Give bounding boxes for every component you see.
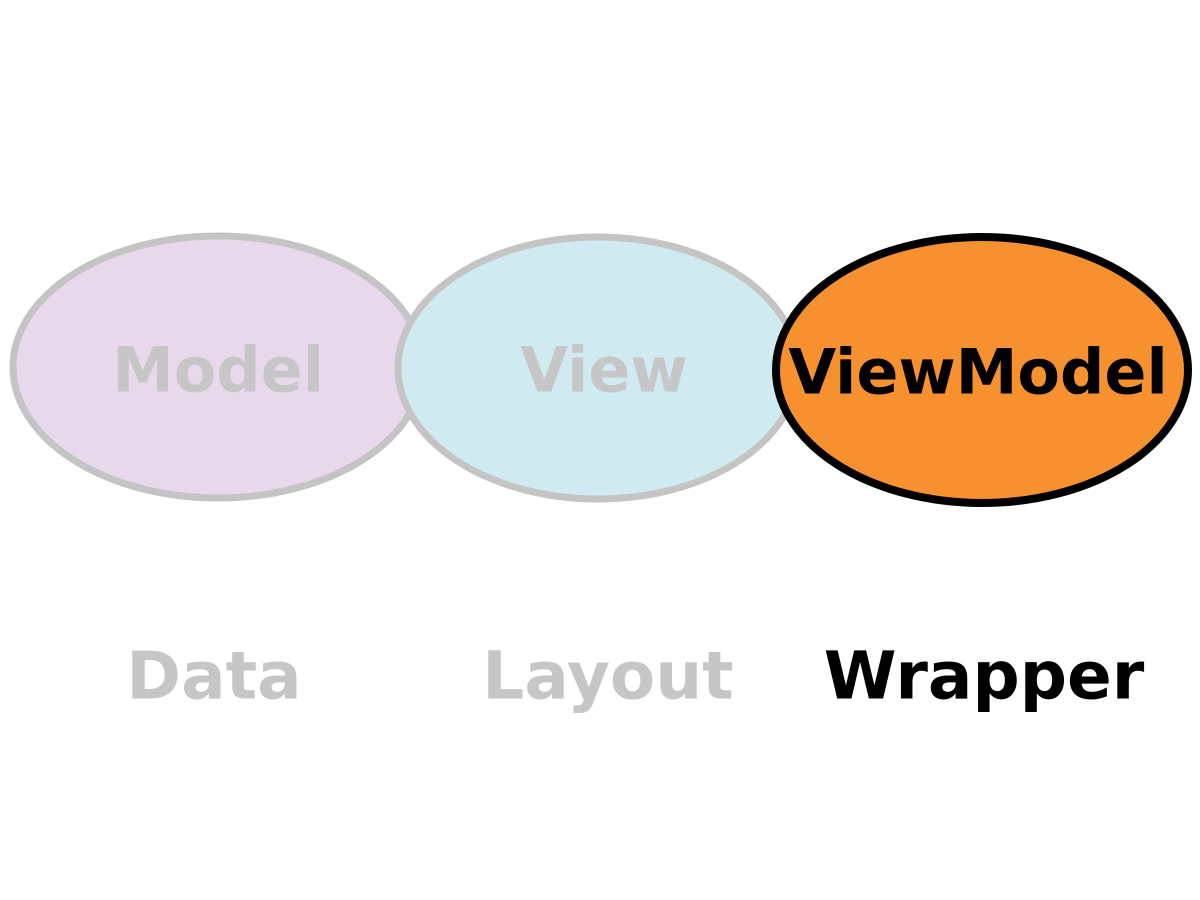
caption-viewmodel: Wrapper	[824, 638, 1145, 715]
node-viewmodel-label: ViewModel	[788, 336, 1167, 409]
node-view: View	[394, 233, 802, 503]
node-viewmodel: ViewModel	[772, 233, 1192, 507]
node-view-label: View	[520, 334, 687, 407]
caption-view: Layout	[482, 638, 733, 715]
caption-model: Data	[126, 638, 301, 715]
node-model: Model	[9, 232, 427, 502]
node-viewmodel-ellipse	[772, 233, 1192, 507]
node-model-label: Model	[112, 334, 324, 407]
